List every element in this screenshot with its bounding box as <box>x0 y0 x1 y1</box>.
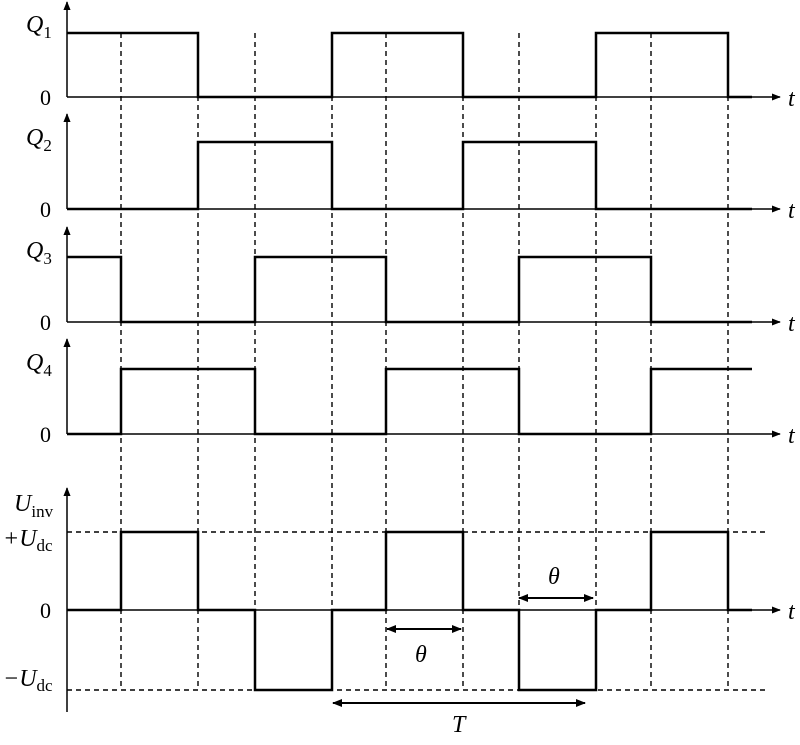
uinv-waveform <box>67 530 752 692</box>
q1-zero-label: 0 <box>40 85 51 110</box>
q1-waveform <box>67 31 752 99</box>
q3-t-label: t <box>788 311 796 337</box>
q3-zero-label: 0 <box>40 310 51 335</box>
q1-t-label: t <box>788 86 796 112</box>
q3-waveform <box>67 255 752 324</box>
theta-top-label: θ <box>548 564 560 590</box>
uinv-t-label: t <box>788 599 796 625</box>
signal-q2: Q2 0 t <box>26 113 796 224</box>
theta-bottom-label: θ <box>415 642 427 668</box>
period-label: T <box>452 712 467 738</box>
uinv-label: Uinv <box>14 491 54 521</box>
q2-waveform <box>67 140 752 211</box>
q1-label: Q1 <box>26 12 52 42</box>
uinv-zero-label: 0 <box>40 598 51 623</box>
pos-udc-label: +Udc <box>3 526 53 555</box>
dashed-guides <box>120 33 729 690</box>
q4-label: Q4 <box>26 350 52 380</box>
signal-uinv: Uinv +Udc 0 −Udc t <box>3 487 796 712</box>
q2-t-label: t <box>788 198 796 224</box>
q2-zero-label: 0 <box>40 197 51 222</box>
q4-zero-label: 0 <box>40 422 51 447</box>
neg-udc-label: −Udc <box>3 666 53 695</box>
q4-t-label: t <box>788 423 796 449</box>
annotations: θ θ T <box>332 564 594 738</box>
signal-q1: Q1 0 t <box>26 1 796 112</box>
signal-q3: Q3 0 t <box>26 226 796 337</box>
q3-label: Q3 <box>26 238 52 268</box>
q2-label: Q2 <box>26 125 52 155</box>
signal-q4: Q4 0 t <box>26 338 796 449</box>
q4-waveform <box>67 367 752 436</box>
